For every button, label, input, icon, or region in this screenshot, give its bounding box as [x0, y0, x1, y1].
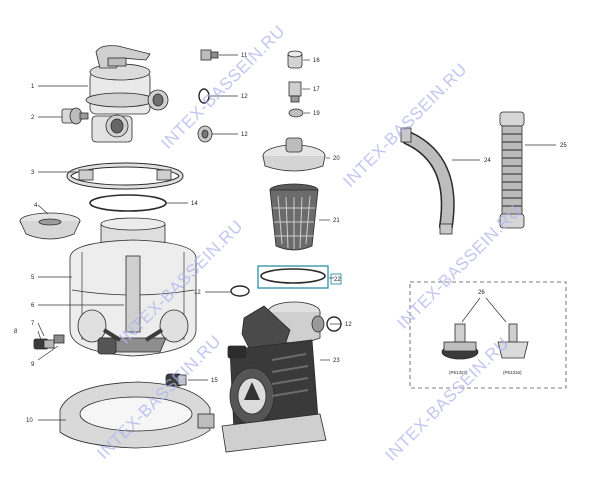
callout-6: 6 [31, 303, 35, 309]
callout-20: 20 [333, 156, 340, 162]
callout-22-box [330, 273, 342, 285]
callout-3: 3 [31, 170, 35, 176]
callout-1: 1 [31, 84, 35, 90]
callout-25: 25 [560, 143, 567, 149]
callout-16: 16 [313, 58, 320, 64]
callout-17: 17 [313, 87, 320, 93]
o-ring-12-left [230, 285, 250, 297]
watermark-4: INTEX-BASSEIN.RU [393, 202, 524, 333]
callout-10: 10 [26, 418, 33, 424]
callout-26: 26 [478, 290, 485, 296]
callout-numbers: 1 2 3 4 5 6 7 8 9 10 11 12 12 14 15 12 1… [14, 53, 567, 424]
callout-2: 2 [31, 115, 35, 121]
drain-assembly [33, 334, 117, 355]
multiport-valve [85, 45, 169, 143]
diffuser [19, 212, 81, 240]
hose-connector [165, 373, 187, 387]
part-code-right: (P61316) [503, 370, 522, 375]
callout-7: 7 [31, 321, 35, 327]
callout-8: 8 [14, 329, 18, 335]
callout-12-left: 12 [194, 290, 201, 296]
part-p61316 [497, 323, 529, 359]
nut-16 [287, 50, 303, 69]
pump-motor [221, 301, 327, 453]
callout-9: 9 [31, 362, 35, 368]
callout-5: 5 [31, 275, 35, 281]
leader-lines [37, 54, 556, 421]
pump-hose-bent [400, 127, 455, 235]
callout-21: 21 [333, 218, 340, 224]
filter-base [59, 381, 215, 449]
strainer-basket [269, 183, 319, 251]
watermark-2: INTEX-BASSEIN.RU [339, 60, 470, 191]
pump-lid [262, 137, 326, 172]
sight-glass-cap [197, 125, 213, 143]
tank-clamp [66, 162, 184, 190]
part-code-left: (P61322) [449, 370, 468, 375]
dashed-parts-box [409, 281, 567, 389]
callout-14: 14 [191, 201, 198, 207]
tank-o-ring [89, 194, 167, 212]
basket-o-ring [257, 265, 329, 289]
connector-17 [288, 81, 302, 103]
callout-12-cap: 12 [241, 132, 248, 138]
pressure-gauge [61, 107, 89, 125]
callout-11: 11 [241, 53, 248, 59]
watermark-1: INTEX-BASSEIN.RU [157, 22, 288, 153]
air-release-valve [200, 49, 219, 61]
callout-23: 23 [333, 358, 340, 364]
callout-22: 22 [334, 277, 341, 283]
callout-12-valve: 12 [241, 94, 248, 100]
part-p61322 [441, 323, 479, 360]
clip-19 [288, 108, 304, 118]
callout-19: 19 [313, 111, 320, 117]
callout-4: 4 [34, 203, 38, 209]
callout-12-right: 12 [345, 322, 352, 328]
callout-15: 15 [211, 378, 218, 384]
o-ring-12-valve [198, 88, 210, 104]
callout-24: 24 [484, 158, 491, 164]
pump-hose-straight [499, 111, 525, 229]
